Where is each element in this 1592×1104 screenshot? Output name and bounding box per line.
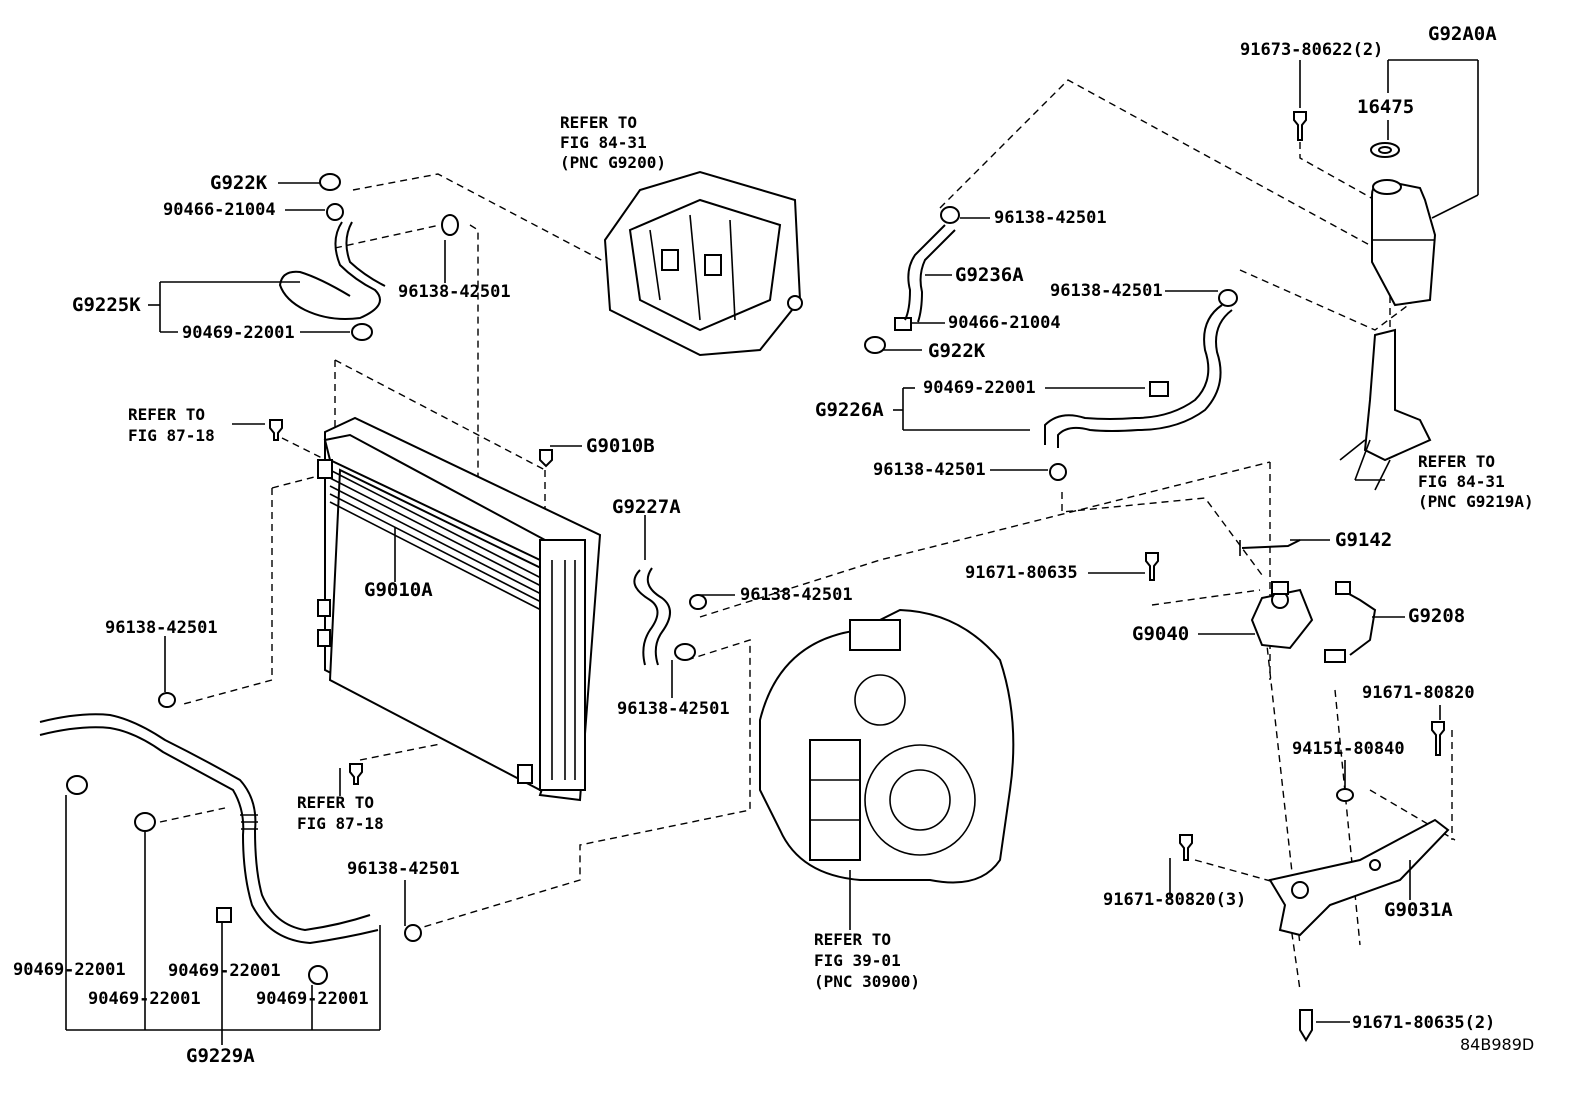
label-g9031a: G9031A — [1384, 899, 1453, 921]
label-g9236a: G9236A — [955, 264, 1024, 286]
label-g922k-top: G922K — [210, 172, 268, 194]
label-96138-e: 96138-42501 — [740, 585, 853, 605]
label-96138-f: 96138-42501 — [617, 699, 730, 719]
label-96138-g: 96138-42501 — [105, 618, 218, 638]
mount-g9040 — [1250, 581, 1314, 650]
label-90466-21004-mid: 90466-21004 — [948, 313, 1061, 333]
label-96138-a: 96138-42501 — [398, 282, 511, 302]
label-refer-fig8431-top-1: REFER TO — [560, 113, 637, 132]
label-90469-d: 90469-22001 — [88, 989, 201, 1009]
label-96138-d: 96138-42501 — [873, 460, 986, 480]
label-91671-80820-3: 91671-80820(3) — [1103, 890, 1246, 910]
reservoir-g92a0a — [1370, 142, 1437, 307]
fasteners — [66, 111, 1445, 1042]
inverter-unit — [603, 170, 803, 357]
label-96138-b: 96138-42501 — [994, 208, 1107, 228]
label-refer-fig3901-1: REFER TO — [814, 930, 891, 949]
label-g9142: G9142 — [1335, 529, 1392, 551]
label-g922k-mid: G922K — [928, 340, 986, 362]
label-90469-b: 90469-22001 — [923, 378, 1036, 398]
label-g9040: G9040 — [1132, 623, 1189, 645]
label-90469-c: 90469-22001 — [13, 960, 126, 980]
leader-lines — [65, 59, 1479, 1045]
label-g9229a: G9229A — [186, 1045, 255, 1067]
pipe-g9142 — [1239, 539, 1301, 556]
label-refer-fig3901-3: (PNC 30900) — [814, 972, 920, 991]
label-g9225k: G9225K — [72, 294, 141, 316]
label-g9010a: G9010A — [364, 579, 433, 601]
label-91671-80635-2: 91671-80635(2) — [1352, 1013, 1495, 1033]
label-91671-80820: 91671-80820 — [1362, 683, 1475, 703]
label-refer-fig8431-top-2: FIG 84-31 — [560, 133, 647, 152]
bracket-g9031a — [1268, 818, 1450, 937]
hoses — [39, 221, 1233, 945]
label-90469-f: 90469-22001 — [256, 989, 369, 1009]
label-90469-e: 90469-22001 — [168, 961, 281, 981]
label-refer-fig8718-a-1: REFER TO — [128, 405, 205, 424]
label-91671-80635: 91671-80635 — [965, 563, 1078, 583]
label-g9010b: G9010B — [586, 435, 655, 457]
label-g9227a: G9227A — [612, 496, 681, 518]
label-refer-fig8431-right-3: (PNC G9219A) — [1418, 492, 1534, 511]
label-91673-80622: 91673-80622(2) — [1240, 40, 1383, 60]
transaxle-unit — [759, 608, 1015, 884]
radiator-g9010a — [317, 416, 602, 802]
label-refer-fig8718-a-2: FIG 87-18 — [128, 426, 215, 445]
label-refer-fig8431-right-1: REFER TO — [1418, 452, 1495, 471]
label-g9208: G9208 — [1408, 605, 1465, 627]
sensor-g9208 — [1324, 581, 1377, 663]
label-94151-80840: 94151-80840 — [1292, 739, 1405, 759]
label-refer-fig8431-right-2: FIG 84-31 — [1418, 472, 1505, 491]
label-96138-c: 96138-42501 — [1050, 281, 1163, 301]
label-refer-fig3901-2: FIG 39-01 — [814, 951, 901, 970]
label-refer-fig8718-b-2: FIG 87-18 — [297, 814, 384, 833]
part-labels: G92A0A 91673-80622(2) 16475 G922K 90466-… — [13, 23, 1534, 1067]
label-g9226a: G9226A — [815, 399, 884, 421]
label-96138-h: 96138-42501 — [347, 859, 460, 879]
label-refer-fig8718-b-1: REFER TO — [297, 793, 374, 812]
label-g92a0a: G92A0A — [1428, 23, 1497, 45]
reservoir-bracket — [1339, 328, 1432, 491]
label-refer-fig8431-top-3: (PNC G9200) — [560, 153, 666, 172]
label-90466-21004-top: 90466-21004 — [163, 200, 276, 220]
label-90469-a: 90469-22001 — [182, 323, 295, 343]
diagram-code: 84B989D — [1460, 1035, 1534, 1054]
label-16475: 16475 — [1357, 96, 1414, 118]
